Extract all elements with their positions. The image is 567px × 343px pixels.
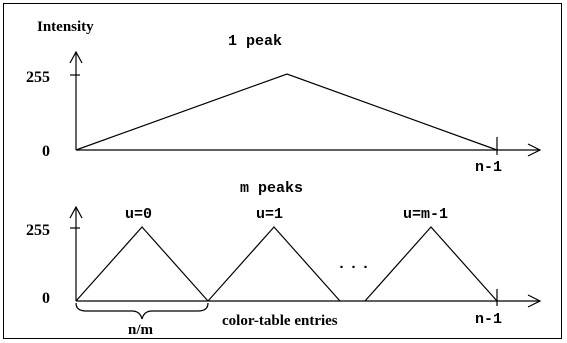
top-y-arrow xyxy=(69,50,83,64)
x-axis-label: color-table entries xyxy=(222,313,338,329)
peak-label-um1: u=m-1 xyxy=(403,206,448,223)
diagram-frame xyxy=(3,3,562,339)
bottom-y-arrow xyxy=(69,205,83,219)
n-over-m-brace xyxy=(75,302,209,320)
peak-label-u0: u=0 xyxy=(125,206,152,223)
peak-u1 xyxy=(207,226,341,302)
brace-label: n/m xyxy=(128,322,154,338)
ellipsis: ... xyxy=(337,256,373,273)
top-peak-line xyxy=(75,73,498,151)
bottom-tick-label-0: 0 xyxy=(42,290,50,307)
peak-label-u1: u=1 xyxy=(256,206,283,223)
bottom-title: m peaks xyxy=(240,180,303,197)
top-x-arrow xyxy=(527,143,542,157)
top-tick-label-0: 0 xyxy=(42,143,50,160)
top-title: 1 peak xyxy=(228,33,282,50)
bottom-x-end-label: n-1 xyxy=(475,311,502,328)
peak-u0 xyxy=(75,226,209,302)
bottom-x-arrow xyxy=(527,294,542,308)
y-axis-label: Intensity xyxy=(37,19,94,35)
top-x-end-label: n-1 xyxy=(475,159,502,176)
peak-um1 xyxy=(364,226,498,302)
bottom-tick-label-255: 255 xyxy=(26,222,50,239)
top-tick-label-255: 255 xyxy=(26,69,50,86)
